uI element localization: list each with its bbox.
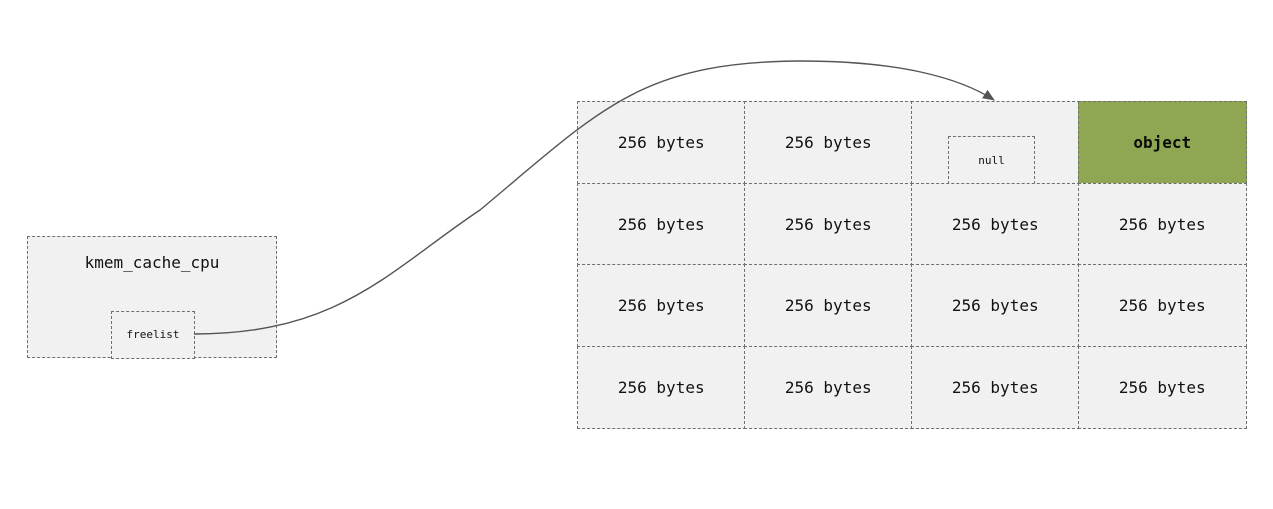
slab-cell: 256 bytes	[744, 101, 913, 184]
slab-cell: 256 bytes	[577, 264, 746, 347]
slab-cell-free: null	[911, 101, 1080, 184]
null-pointer-box: null	[948, 136, 1035, 184]
slab-cell: 256 bytes	[911, 264, 1080, 347]
freelist-box: freelist	[111, 311, 195, 359]
slab-cell: 256 bytes	[744, 264, 913, 347]
slab-cell: 256 bytes	[1078, 182, 1247, 266]
slab-cell: 256 bytes	[744, 182, 913, 266]
slab-cell: 256 bytes	[577, 182, 746, 266]
slab-cell: 256 bytes	[577, 345, 746, 429]
kmem-cache-cpu-box: kmem_cache_cpu freelist	[27, 236, 277, 359]
freelist-label: freelist	[126, 328, 180, 341]
slab-cell-object: object	[1078, 101, 1247, 184]
slab-cell: 256 bytes	[1078, 264, 1247, 347]
kmem-cache-cpu-title: kmem_cache_cpu	[84, 253, 220, 272]
slab-cell: 256 bytes	[911, 345, 1080, 429]
slab-cell: 256 bytes	[911, 182, 1080, 266]
slab-cell: 256 bytes	[1078, 345, 1247, 429]
slab-cell: 256 bytes	[577, 101, 746, 184]
slab-cell: 256 bytes	[744, 345, 913, 429]
